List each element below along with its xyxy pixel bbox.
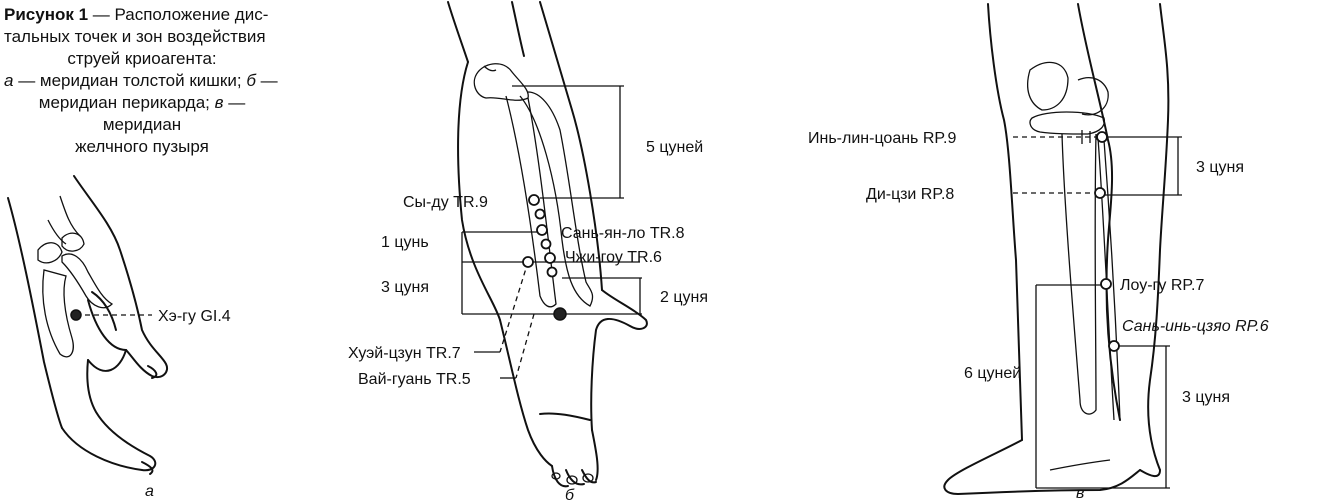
point-he-gu-label: Хэ-гу GI.4 bbox=[158, 308, 231, 325]
measure-three-cun: 3 цуня bbox=[381, 279, 429, 296]
point-vay-guan-marker bbox=[554, 308, 566, 320]
point-huey-czun-label: Хуэй-цзун TR.7 bbox=[348, 345, 461, 362]
panel-v-leg: Инь-лин-цоань RP.9 Ди-цзи RP.8 Лоу-гу RP… bbox=[808, 4, 1269, 502]
panel-b-measures bbox=[462, 86, 642, 314]
measure-six-cun: 6 цуней bbox=[964, 365, 1021, 382]
point-di-czi-marker bbox=[1095, 188, 1105, 198]
point-vay-guan-label: Вай-гуань TR.5 bbox=[358, 371, 471, 388]
point-yin-lin-marker bbox=[1097, 132, 1107, 142]
point-san-yan-lo-marker bbox=[537, 225, 547, 235]
point-lou-gu-label: Лоу-гу RP.7 bbox=[1120, 277, 1204, 294]
point-sy-du-label: Сы-ду TR.9 bbox=[403, 194, 488, 211]
panel-a-hand: Хэ-гу GI.4 а bbox=[8, 176, 231, 500]
panel-v-measures bbox=[1036, 137, 1182, 488]
measure-one-cun: 1 цунь bbox=[381, 234, 429, 251]
leg-illustration bbox=[944, 4, 1168, 494]
panel-a-sublabel: а bbox=[145, 483, 154, 500]
hand-illustration bbox=[8, 176, 167, 474]
point-sy-du-marker bbox=[529, 195, 539, 205]
point-chzhi-gou-label: Чжи-гоу TR.6 bbox=[565, 249, 662, 266]
measure-three-cun-bottom: 3 цуня bbox=[1182, 389, 1230, 406]
panel-v-sublabel: в bbox=[1076, 485, 1084, 502]
point-marker bbox=[536, 210, 545, 219]
point-lou-gu-marker bbox=[1101, 279, 1111, 289]
point-di-czi-label: Ди-цзи RP.8 bbox=[866, 186, 954, 203]
point-san-yin-label: Сань-инь-цзяо RP.6 bbox=[1122, 318, 1269, 335]
measure-two-cun: 2 цуня bbox=[660, 289, 708, 306]
leader-vay-guan bbox=[516, 314, 534, 378]
measure-three-cun-top: 3 цуня bbox=[1196, 159, 1244, 176]
point-marker bbox=[542, 240, 551, 249]
point-san-yin-marker bbox=[1109, 341, 1119, 351]
point-huey-czun-marker bbox=[523, 257, 533, 267]
point-marker bbox=[548, 268, 557, 277]
measure-five-cun: 5 цуней bbox=[646, 139, 703, 156]
point-san-yan-lo-label: Сань-ян-ло TR.8 bbox=[561, 225, 685, 242]
point-he-gu-marker bbox=[71, 310, 81, 320]
panel-b-forearm: 5 цуней Сы-ду TR.9 Сань-ян-ло TR.8 Чжи-г… bbox=[348, 2, 708, 504]
panel-b-sublabel: б bbox=[565, 487, 575, 504]
point-yin-lin-label: Инь-лин-цоань RP.9 bbox=[808, 130, 956, 147]
point-chzhi-gou-marker bbox=[545, 253, 555, 263]
